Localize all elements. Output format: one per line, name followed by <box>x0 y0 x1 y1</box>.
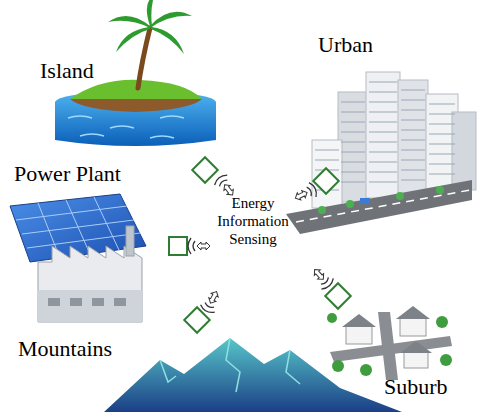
window-row <box>429 104 455 174</box>
trees <box>318 186 444 214</box>
window <box>114 298 126 306</box>
factory-windows <box>48 298 126 306</box>
trees <box>327 313 452 376</box>
tree <box>396 192 404 200</box>
building <box>398 80 428 194</box>
sensor-box <box>169 237 187 255</box>
palm-trunk <box>138 28 150 88</box>
place-label: Suburb <box>384 374 448 400</box>
place-label: Island <box>40 58 94 84</box>
factory-wall <box>38 290 142 322</box>
tree <box>360 364 372 376</box>
sensor-boxes <box>169 157 351 332</box>
chimney <box>126 226 134 256</box>
tree <box>332 360 344 372</box>
house <box>396 306 430 336</box>
windows <box>315 82 455 190</box>
road <box>286 180 472 234</box>
mountain-ridge <box>160 338 300 392</box>
building <box>366 72 400 198</box>
power-plant-illustration <box>10 194 146 322</box>
window-row <box>369 82 397 182</box>
suburb-illustration <box>327 306 452 380</box>
antenna-symbol <box>199 288 223 315</box>
tree <box>327 313 337 323</box>
place-label: Power Plant <box>14 161 121 187</box>
sensor-box <box>313 168 338 193</box>
tree <box>346 200 354 208</box>
panel-grid <box>16 197 140 258</box>
place-label: Mountains <box>18 336 112 362</box>
house-wall <box>404 352 428 368</box>
frond <box>151 27 184 54</box>
tree <box>318 206 326 214</box>
wave <box>68 116 184 138</box>
frond <box>150 12 192 28</box>
road-marking <box>296 190 470 222</box>
antenna-symbol <box>292 181 319 205</box>
frond <box>108 16 150 28</box>
house-roof <box>400 341 432 353</box>
tree <box>436 186 444 194</box>
window <box>48 298 60 306</box>
road <box>378 312 398 380</box>
window <box>70 298 82 306</box>
antenna-symbol <box>188 238 210 254</box>
house <box>400 341 432 368</box>
frond <box>116 27 150 52</box>
frond <box>147 0 154 26</box>
factory <box>38 246 142 322</box>
sensor-box <box>192 157 217 182</box>
house-roof <box>396 306 430 319</box>
house-wall <box>346 326 372 344</box>
window-row <box>341 102 365 182</box>
island-soil <box>70 99 202 112</box>
urban-illustration <box>286 72 476 234</box>
palm-fronds <box>108 0 192 54</box>
antenna-symbol <box>309 264 336 291</box>
sea <box>55 92 216 146</box>
tree <box>436 316 448 328</box>
window-row <box>401 90 425 180</box>
house-wall <box>400 318 426 336</box>
building <box>452 112 476 190</box>
building <box>312 140 342 208</box>
center-caption: Energy Information Sensing <box>208 194 298 248</box>
sensor-box <box>325 283 350 308</box>
car <box>360 198 370 204</box>
house-roof <box>342 314 376 327</box>
place-label: Urban <box>318 32 373 58</box>
window <box>92 298 104 306</box>
tree <box>440 354 452 366</box>
house <box>342 314 376 344</box>
